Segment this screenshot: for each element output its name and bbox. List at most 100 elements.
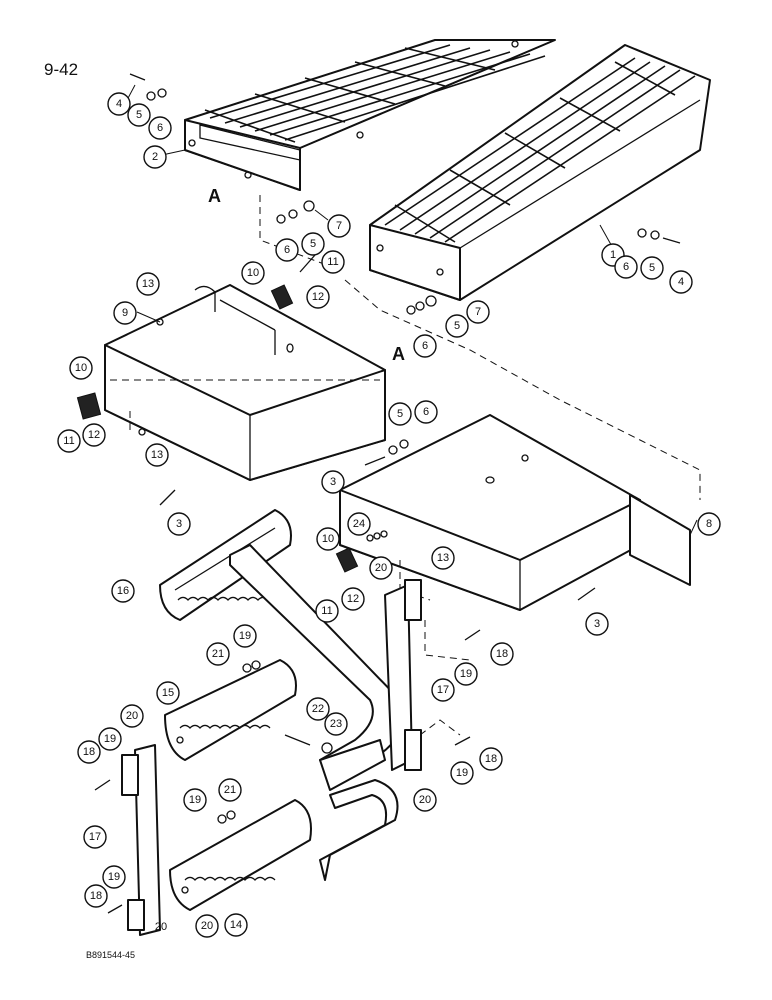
callout: 5 <box>445 314 469 338</box>
svg-text:20: 20 <box>155 921 167 933</box>
svg-text:21: 21 <box>212 648 224 660</box>
svg-text:20: 20 <box>201 920 213 932</box>
svg-text:16: 16 <box>117 585 129 597</box>
side-rail-left <box>121 744 161 936</box>
ladder-step-middle <box>164 659 297 761</box>
svg-text:6: 6 <box>422 340 428 352</box>
callout: 12 <box>82 423 106 447</box>
svg-text:20: 20 <box>419 794 431 806</box>
svg-text:21: 21 <box>224 784 236 796</box>
svg-text:12: 12 <box>347 593 359 605</box>
callout: 20 <box>413 788 437 812</box>
callout: 18 <box>490 642 514 666</box>
svg-text:18: 18 <box>90 890 102 902</box>
svg-text:6: 6 <box>284 244 290 256</box>
callout: 7 <box>327 214 351 238</box>
svg-text:18: 18 <box>496 648 508 660</box>
svg-text:19: 19 <box>104 733 116 745</box>
svg-text:13: 13 <box>142 278 154 290</box>
svg-text:19: 19 <box>239 630 251 642</box>
callout: 20 <box>195 914 219 938</box>
svg-text:18: 18 <box>83 746 95 758</box>
svg-text:1: 1 <box>610 249 616 261</box>
ladder-arm <box>229 544 403 791</box>
svg-text:12: 12 <box>312 291 324 303</box>
svg-text:10: 10 <box>75 362 87 374</box>
svg-text:5: 5 <box>397 408 403 420</box>
step-tread-right <box>369 44 711 301</box>
callout: 13 <box>136 272 160 296</box>
svg-text:20: 20 <box>126 710 138 722</box>
callout: 24 <box>347 512 371 536</box>
svg-text:22: 22 <box>312 703 324 715</box>
svg-text:6: 6 <box>423 406 429 418</box>
callout: 16 <box>111 579 135 603</box>
svg-text:17: 17 <box>89 831 101 843</box>
step-tread-left <box>184 39 556 191</box>
callout: 18 <box>479 747 503 771</box>
svg-text:3: 3 <box>176 518 182 530</box>
side-rail-right <box>384 579 422 771</box>
svg-text:3: 3 <box>594 618 600 630</box>
hardware <box>76 73 681 914</box>
callout: 21 <box>218 778 242 802</box>
svg-text:5: 5 <box>454 320 460 332</box>
callout: 3 <box>585 612 609 636</box>
callout: 3 <box>321 470 345 494</box>
svg-text:19: 19 <box>456 767 468 779</box>
callout: 6 <box>275 238 299 262</box>
callout: 19 <box>450 761 474 785</box>
callout: 4 <box>107 92 131 116</box>
svg-text:20: 20 <box>375 562 387 574</box>
callout: 11 <box>57 429 81 453</box>
callout: 15 <box>156 681 180 705</box>
callout: 19 <box>233 624 257 648</box>
callout: 11 <box>315 599 339 623</box>
svg-text:11: 11 <box>321 605 332 617</box>
svg-text:17: 17 <box>437 684 449 696</box>
callout: 19 <box>183 788 207 812</box>
callout: 17 <box>83 825 107 849</box>
callout: 21 <box>206 642 230 666</box>
svg-text:12: 12 <box>88 429 100 441</box>
page-number: 9-42 <box>44 60 79 79</box>
callout: 18 <box>84 884 108 908</box>
callout: 5 <box>388 402 412 426</box>
callout: 6 <box>414 400 438 424</box>
callout: 8 <box>697 512 721 536</box>
callout: 19 <box>454 662 478 686</box>
callout: 3 <box>167 512 191 536</box>
callout: 2 <box>143 145 167 169</box>
svg-text:18: 18 <box>485 753 497 765</box>
callout: 22 <box>306 697 330 721</box>
section-letter-a-upper: A <box>208 186 221 206</box>
callout: 11 <box>321 250 345 274</box>
callout: 20 <box>369 556 393 580</box>
svg-text:7: 7 <box>475 306 481 318</box>
callout: 5 <box>301 232 325 256</box>
svg-text:10: 10 <box>322 533 334 545</box>
ladder-step-lower <box>169 799 312 911</box>
svg-text:13: 13 <box>151 449 163 461</box>
svg-text:5: 5 <box>136 109 142 121</box>
figure-code: B891544-45 <box>86 950 136 960</box>
ladder-hanger <box>319 779 399 881</box>
callout: 14 <box>224 913 248 937</box>
callout: 12 <box>306 285 330 309</box>
svg-text:19: 19 <box>108 871 120 883</box>
callout: 5 <box>640 256 664 280</box>
callout: 19 <box>98 727 122 751</box>
svg-text:6: 6 <box>623 261 629 273</box>
callout: 9 <box>113 301 137 325</box>
svg-text:3: 3 <box>330 476 336 488</box>
svg-text:11: 11 <box>327 256 338 268</box>
svg-text:4: 4 <box>116 98 122 110</box>
svg-text:11: 11 <box>63 435 74 447</box>
mounting-bracket-center <box>104 284 386 481</box>
svg-text:4: 4 <box>678 276 684 288</box>
callout: 10 <box>241 261 265 285</box>
callout: 10 <box>69 356 93 380</box>
svg-text:8: 8 <box>706 518 712 530</box>
